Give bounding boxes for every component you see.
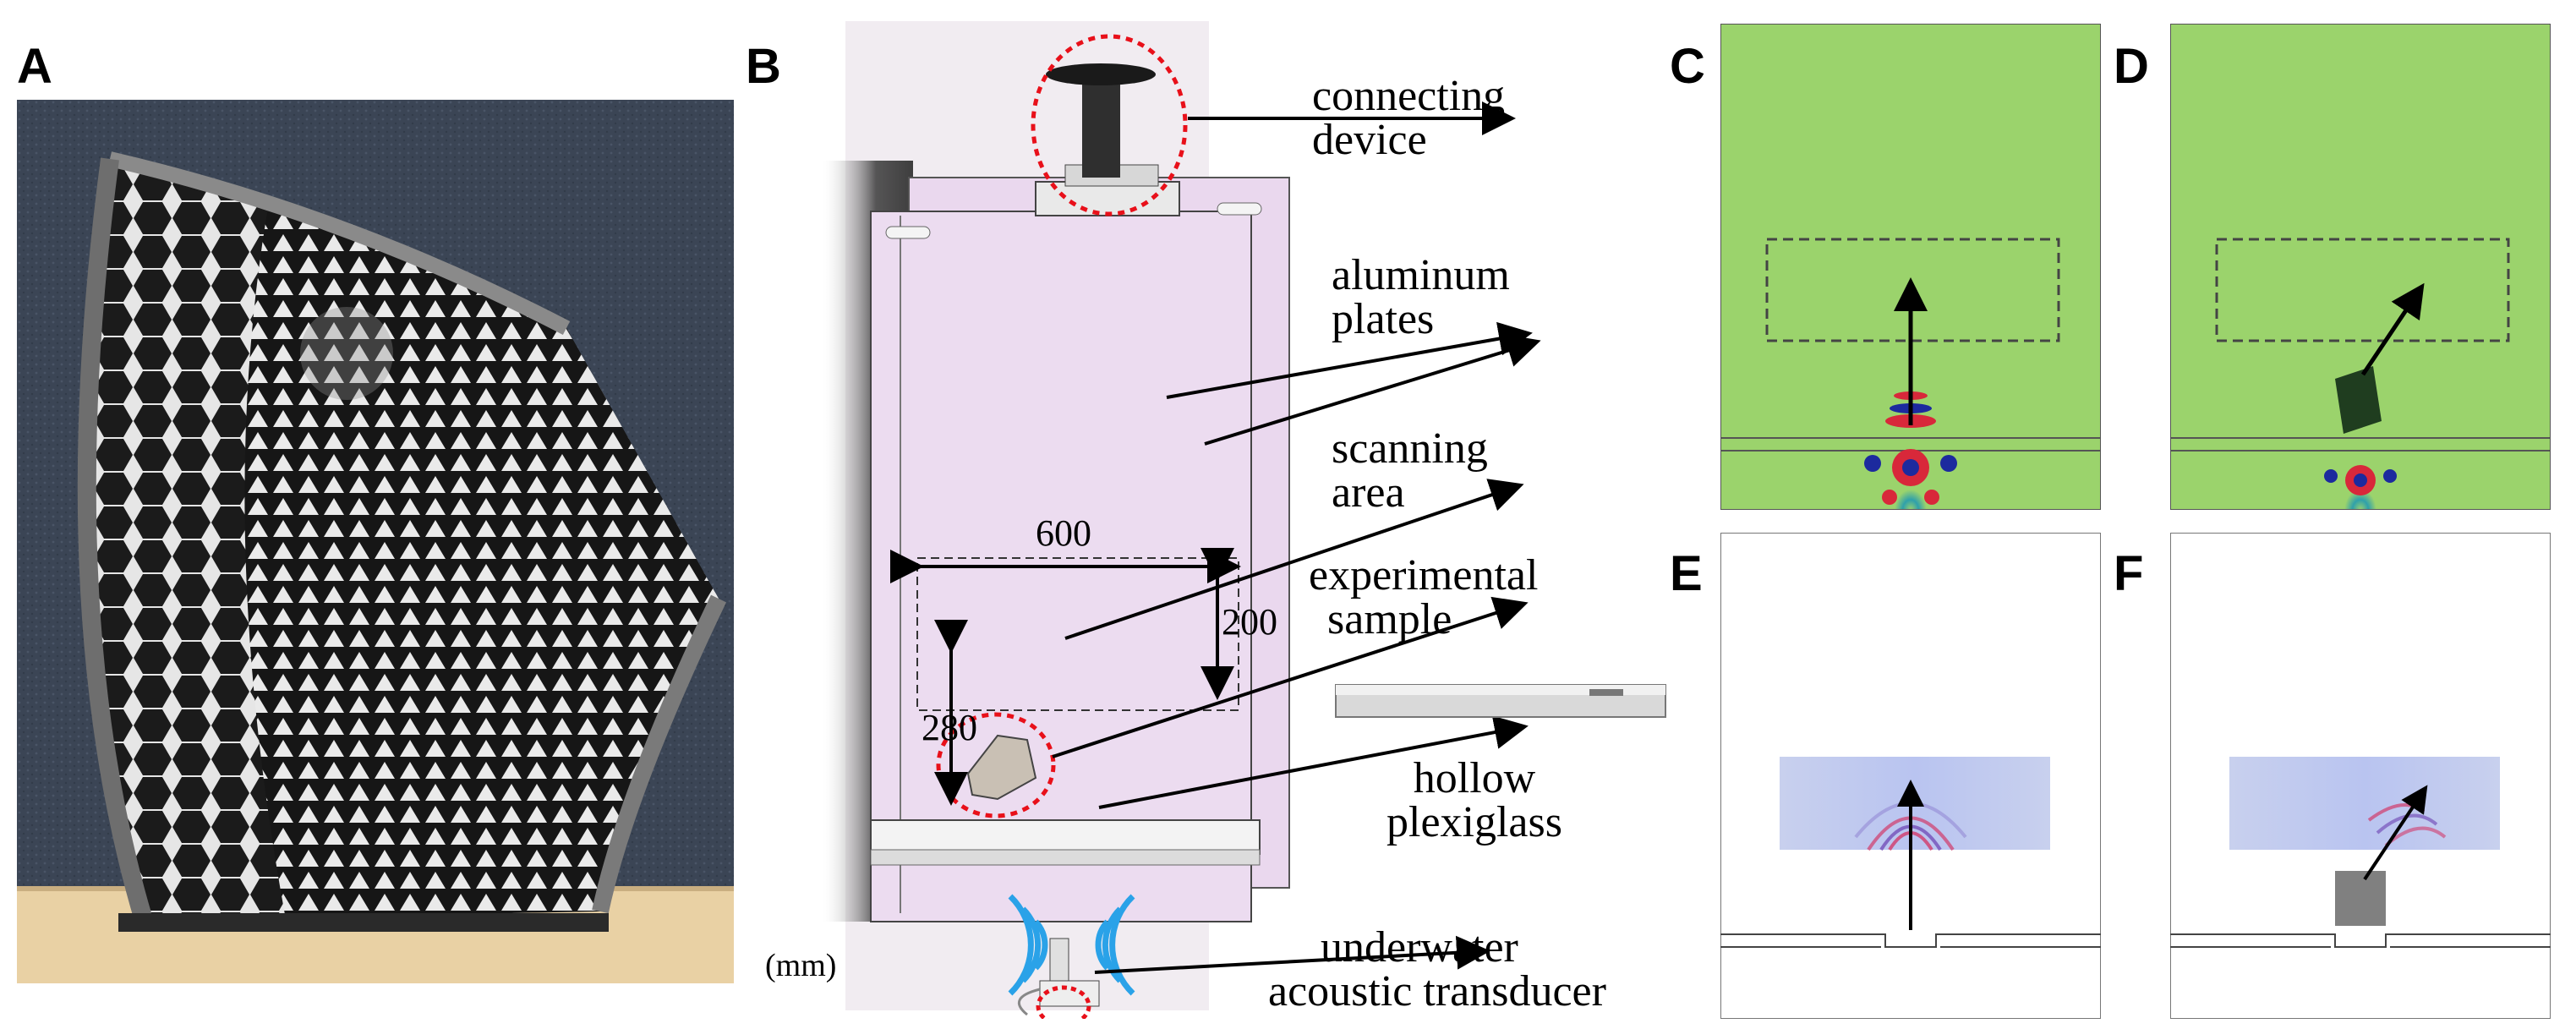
dim-offset-label: 280 [922, 707, 977, 748]
panel-letter-c: C [1670, 39, 1705, 94]
wavefield-deflected [2170, 24, 2551, 510]
measured-field-deflected [2170, 533, 2551, 1019]
dim-width-label: 600 [1036, 512, 1091, 554]
panel-letter-d: D [2114, 39, 2149, 94]
panel-e-experiment [1720, 533, 2101, 1019]
dim-height-label: 200 [1222, 601, 1277, 643]
panel-letter-e: E [1670, 546, 1703, 601]
apparatus-diagram [820, 21, 1666, 1019]
panel-a-photo [17, 100, 734, 983]
honeycomb-sample-photo [17, 100, 734, 983]
wavefield-straight [1720, 24, 2101, 510]
panel-letter-f: F [2114, 546, 2144, 601]
panel-c-simulation [1720, 24, 2101, 510]
unit-label: (mm) [765, 948, 837, 983]
source-pattern [1864, 391, 1957, 505]
wave-emission-icon [1008, 894, 1135, 996]
panel-letter-a: A [17, 39, 52, 94]
panel-f-experiment [2170, 533, 2551, 1019]
measured-field-straight [1720, 533, 2101, 1019]
panel-d-simulation [2170, 24, 2551, 510]
panel-letter-b: B [746, 39, 781, 94]
